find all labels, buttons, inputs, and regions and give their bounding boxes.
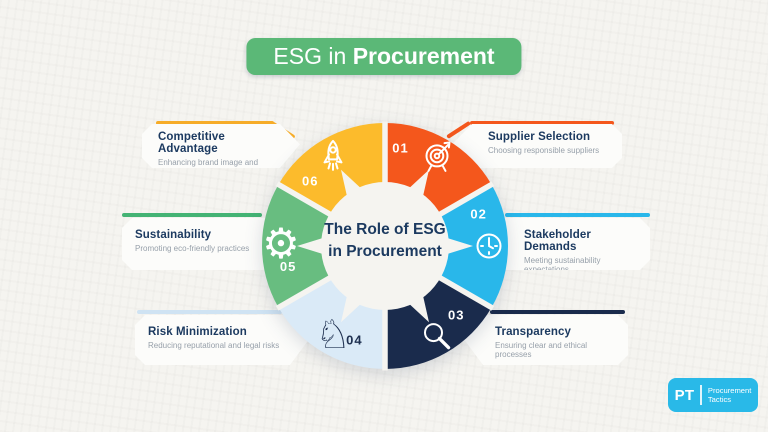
label-description: Promoting eco-friendly practices — [135, 244, 250, 253]
label-description: Meeting sustainability expectations — [524, 256, 601, 274]
segment-number: 06 — [302, 174, 318, 189]
clock-icon — [476, 233, 502, 259]
label-title: Transparency — [495, 326, 571, 338]
title-emphasis: Procurement — [352, 43, 495, 69]
accent-line — [122, 213, 262, 217]
accent-line — [505, 213, 650, 217]
accent-line — [137, 310, 282, 314]
gear-icon: ⚙ — [262, 219, 300, 268]
label-supplier-selection: Supplier Selection Choosing responsible … — [446, 119, 622, 169]
segment-divider — [275, 271, 339, 311]
magnifier-icon — [424, 323, 451, 350]
svg-text:⚙: ⚙ — [262, 219, 300, 268]
accent-line — [490, 310, 625, 314]
label-title: Supplier Selection — [488, 131, 591, 143]
center-arrow — [297, 236, 329, 256]
knight-icon: ♘ — [315, 312, 351, 358]
wheel-center-disc — [321, 182, 449, 310]
svg-text:♘: ♘ — [315, 312, 351, 358]
target-icon — [425, 141, 451, 172]
label-title: Stakeholder Demands — [524, 229, 591, 253]
accent-line — [156, 121, 274, 125]
segment-divider — [431, 181, 495, 221]
center-arrow — [341, 169, 366, 203]
rocket-icon — [323, 139, 343, 171]
accent-line — [470, 121, 614, 125]
segment-divider — [431, 271, 495, 311]
label-title: Risk Minimization — [148, 326, 247, 338]
segment-number: 01 — [392, 141, 408, 156]
label-transparency: Transparency Ensuring clear and ethical … — [463, 308, 628, 368]
center-arrow — [341, 289, 366, 323]
label-competitive-advantage: Competitive Advantage Enhancing brand im… — [142, 119, 300, 169]
logo-name: Procurement Tactics — [707, 385, 752, 404]
label-description: Ensuring clear and ethical processes — [495, 341, 588, 359]
brand-logo: PT Procurement Tactics — [668, 378, 758, 412]
segment-number: 04 — [346, 333, 362, 348]
segment-number: 02 — [470, 206, 486, 221]
label-title: Sustainability — [135, 229, 212, 241]
label-description: Choosing responsible suppliers — [488, 146, 600, 155]
center-arrow — [404, 289, 429, 323]
label-risk-minimization: Risk Minimization Reducing reputational … — [135, 308, 310, 368]
esg-wheel-diagram: 01 02 03 04♘ 05⚙ 06 — [262, 121, 508, 371]
logo-divider — [700, 385, 702, 405]
label-description: Reducing reputational and legal risks — [148, 341, 280, 350]
segment-number: 03 — [448, 307, 464, 322]
wheel-center-title: The Role of ESG in Procurement — [324, 221, 446, 260]
segment-number: 05 — [280, 259, 296, 274]
logo-abbr: PT — [674, 386, 695, 404]
title-prefix: ESG in — [273, 43, 347, 69]
center-arrow — [404, 169, 429, 203]
label-title: Competitive Advantage — [158, 131, 225, 155]
title-banner: ESG in Procurement — [246, 38, 522, 75]
segment-divider — [275, 181, 339, 221]
center-arrow — [441, 236, 473, 256]
